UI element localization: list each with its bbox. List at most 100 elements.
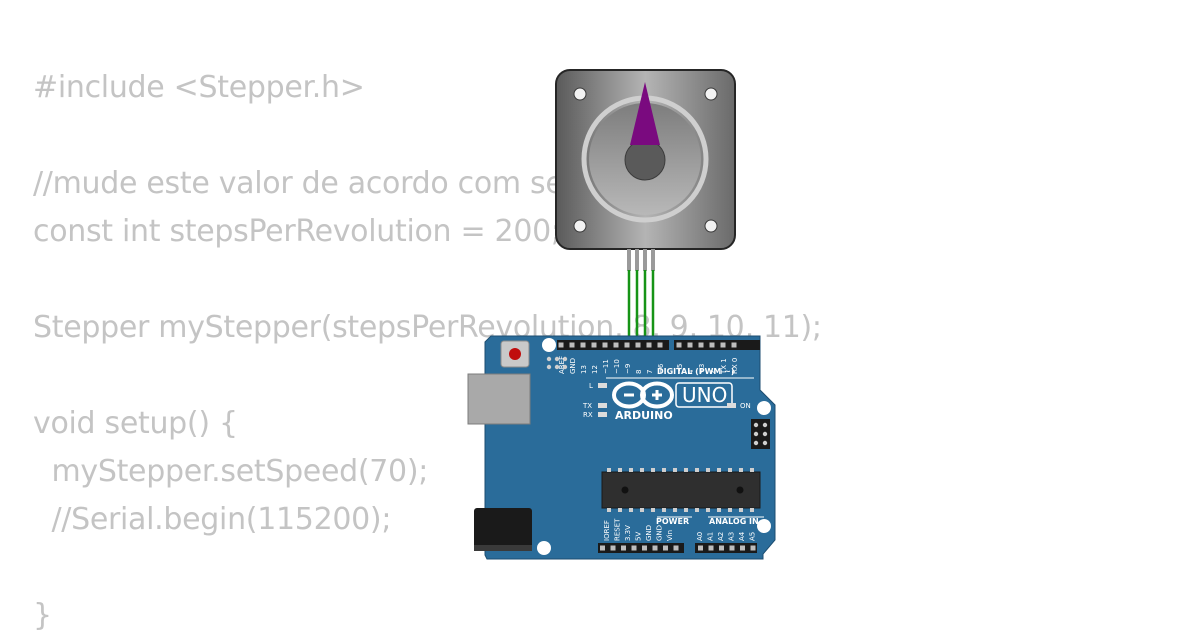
led-rx-label: RX (583, 411, 593, 419)
chip-pin (640, 468, 644, 472)
header-pin[interactable] (569, 342, 575, 348)
digital-pin-label: AREF (558, 356, 566, 374)
header-pin[interactable] (646, 342, 652, 348)
chip-pin (662, 508, 666, 512)
digital-pin-label: ~5 (676, 364, 684, 374)
icsp-right-pins (753, 422, 768, 446)
header-pin[interactable] (610, 545, 616, 551)
motor-lead (651, 249, 655, 271)
header-pin[interactable] (709, 342, 715, 348)
header-pin[interactable] (719, 545, 724, 551)
digital-header (674, 340, 760, 350)
chip-pin (640, 508, 644, 512)
header-pin[interactable] (676, 342, 682, 348)
digital-pin-label: ~9 (624, 364, 632, 374)
bottom-header-pins (600, 545, 756, 551)
header-pin[interactable] (708, 545, 714, 551)
mount-hole (704, 87, 718, 101)
motor-lead (627, 249, 631, 271)
digital-pin-label: ~10 (613, 359, 621, 374)
chip-pin (651, 508, 655, 512)
chip-pin (618, 468, 622, 472)
header-pin[interactable] (600, 545, 605, 551)
usb-port (467, 373, 531, 425)
power-pin-label: 5V (635, 532, 643, 541)
digital-pin-label: 2 (709, 370, 717, 374)
header-pin[interactable] (635, 342, 641, 348)
power-header (598, 543, 684, 553)
code-line: //Serial.begin(115200); (33, 502, 392, 537)
digital-pin-label: TX 1 (720, 358, 728, 375)
analog-label: ANALOG IN (709, 517, 759, 526)
dc-jack (474, 508, 532, 550)
header-pin[interactable] (673, 545, 679, 551)
digital-header (557, 340, 669, 350)
power-pin-label: RESET (614, 518, 622, 541)
stepper-motor[interactable] (555, 69, 736, 250)
led-tx-label: TX (582, 402, 592, 410)
chip-pin (651, 468, 655, 472)
board-hole (537, 541, 551, 555)
header-pin[interactable] (602, 342, 608, 348)
header-pin[interactable] (613, 342, 619, 348)
motor-lead (643, 249, 647, 271)
chip-pin (739, 508, 743, 512)
icsp-header-top (546, 356, 568, 370)
digital-pin-label: 4 (687, 369, 695, 374)
chip-pin (629, 468, 633, 472)
header-pin[interactable] (621, 545, 626, 551)
digital-pin-label: 13 (580, 365, 588, 374)
code-line: } (33, 598, 52, 633)
mount-hole (573, 87, 587, 101)
header-pin[interactable] (657, 342, 663, 348)
header-pin[interactable] (591, 342, 597, 348)
reset-button-cap[interactable] (509, 348, 521, 360)
header-pin[interactable] (729, 545, 735, 551)
header-pin[interactable] (580, 342, 586, 348)
led-l (598, 383, 607, 388)
header-pin[interactable] (687, 342, 693, 348)
chip-pin (607, 468, 611, 472)
header-pin[interactable] (624, 342, 630, 348)
power-pin-label: Vin (666, 530, 674, 541)
header-pin[interactable] (720, 342, 726, 348)
mount-hole (573, 219, 587, 233)
chip-pin (684, 508, 688, 512)
chip-pin (739, 468, 743, 472)
power-label: POWER (656, 517, 689, 526)
header-pin[interactable] (740, 545, 745, 551)
header-pin[interactable] (642, 545, 647, 551)
chip-pin (662, 468, 666, 472)
analog-pin-label: A2 (717, 532, 725, 541)
motor-leads (627, 249, 655, 271)
digital-pin-label: ~11 (602, 359, 610, 374)
header-pin[interactable] (698, 342, 704, 348)
chip-pin (706, 508, 710, 512)
chip-pin (695, 508, 699, 512)
chip-pin (728, 508, 732, 512)
header-pin[interactable] (731, 342, 737, 348)
header-pin[interactable] (631, 545, 637, 551)
header-pin[interactable] (698, 545, 703, 551)
chip-pin (750, 468, 754, 472)
header-pin[interactable] (558, 342, 564, 348)
digital-header-pins (558, 342, 737, 348)
code-line: void setup() { (33, 406, 238, 441)
chip-pin (684, 468, 688, 472)
led-on-label: ON (740, 402, 751, 410)
header-pin[interactable] (652, 545, 658, 551)
header-pin[interactable] (750, 545, 756, 551)
motor-lead (635, 249, 639, 271)
mount-hole (704, 219, 718, 233)
chip-pin (717, 468, 721, 472)
uno-label: UNO (682, 383, 727, 407)
power-pin-label: 3.3V (624, 525, 632, 541)
led-l-label: L (589, 382, 593, 390)
chip-pins (607, 468, 754, 512)
digital-pin-label: ~6 (657, 363, 665, 374)
header-pin[interactable] (663, 545, 668, 551)
